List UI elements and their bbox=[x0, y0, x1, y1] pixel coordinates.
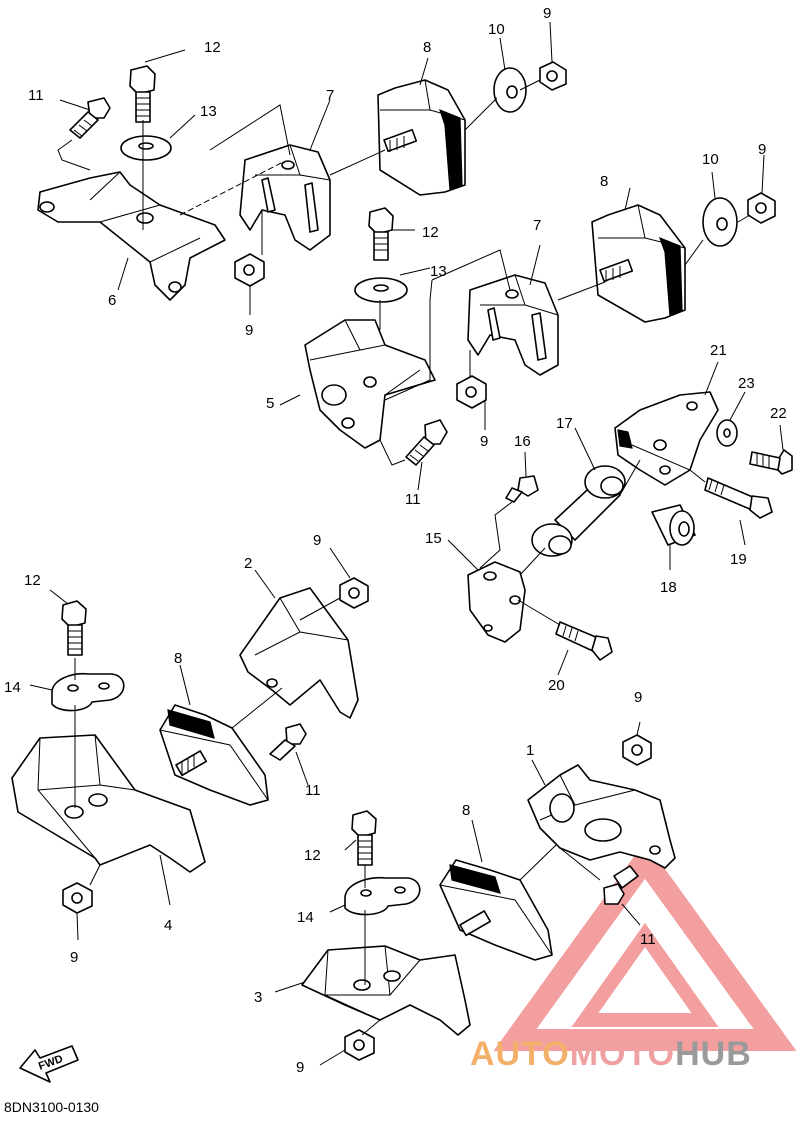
callout-17: 17 bbox=[556, 415, 573, 432]
callout-9: 9 bbox=[313, 532, 321, 549]
callout-2: 2 bbox=[244, 555, 252, 572]
bolt-12-lower-right bbox=[351, 810, 377, 866]
bolt-20 bbox=[555, 621, 613, 661]
callout-20: 20 bbox=[548, 677, 565, 694]
callout-10: 10 bbox=[488, 21, 505, 38]
bracket-4 bbox=[11, 734, 206, 873]
callout-11: 11 bbox=[405, 491, 421, 508]
rubber-mount-8-lower-right bbox=[439, 859, 553, 961]
washer-10-top bbox=[493, 67, 527, 113]
callout-18: 18 bbox=[660, 579, 677, 596]
callout-6: 6 bbox=[108, 292, 116, 309]
nut-9-lower-left-top bbox=[339, 577, 369, 609]
watermark-moto: MOTO bbox=[569, 1035, 676, 1073]
callout-4: 4 bbox=[164, 917, 172, 934]
fwd-arrow-icon: FWD bbox=[19, 1045, 79, 1083]
callout-11: 11 bbox=[305, 782, 321, 799]
bolt-11-top bbox=[69, 97, 111, 139]
callout-10: 10 bbox=[702, 151, 719, 168]
nut-9-lower-right-bottom bbox=[344, 1029, 375, 1061]
nut-9-second bbox=[456, 375, 487, 409]
leader-lines bbox=[29, 21, 784, 1066]
bracket-6 bbox=[37, 171, 226, 301]
rubber-mount-8-lower-left bbox=[159, 704, 269, 806]
bolt-22 bbox=[749, 449, 793, 475]
bracket-2 bbox=[239, 587, 359, 719]
bolt-12-top bbox=[129, 65, 156, 123]
callout-23: 23 bbox=[738, 375, 755, 392]
washer-14-lower-right bbox=[344, 876, 421, 916]
callout-13: 13 bbox=[200, 103, 217, 120]
callout-21: 21 bbox=[710, 342, 727, 359]
bracket-7-second bbox=[467, 274, 559, 376]
bolt-12-lower-left bbox=[61, 600, 87, 656]
callout-12: 12 bbox=[204, 39, 221, 56]
callout-19: 19 bbox=[730, 551, 747, 568]
washer-14-lower-left bbox=[51, 672, 125, 712]
bracket-3 bbox=[301, 945, 471, 1036]
washer-10-second bbox=[702, 197, 738, 247]
callout-15: 15 bbox=[425, 530, 442, 547]
bolt-12-second bbox=[368, 207, 394, 261]
callout-9: 9 bbox=[245, 322, 253, 339]
diagram-code: 8DN3100-0130 bbox=[4, 1099, 99, 1115]
callout-9: 9 bbox=[480, 433, 488, 450]
callout-3: 3 bbox=[254, 989, 262, 1006]
callout-8: 8 bbox=[174, 650, 182, 667]
rubber-mount-8-second bbox=[591, 204, 686, 323]
callout-9: 9 bbox=[543, 5, 551, 22]
nut-9-second-right bbox=[747, 192, 776, 224]
callout-9: 9 bbox=[634, 689, 642, 706]
bushing-18 bbox=[651, 504, 696, 546]
watermark-text: AUTOMOTOHUB bbox=[470, 1035, 752, 1074]
callout-9: 9 bbox=[70, 949, 78, 966]
callout-11: 11 bbox=[640, 931, 656, 948]
bolt-11-lower-right bbox=[603, 865, 639, 905]
callout-5: 5 bbox=[266, 395, 274, 412]
callout-14: 14 bbox=[297, 909, 314, 926]
bracket-15 bbox=[467, 561, 526, 643]
nut-9-lower-left-bottom bbox=[62, 882, 93, 914]
callout-14: 14 bbox=[4, 679, 21, 696]
bracket-21 bbox=[614, 391, 719, 486]
nut-9-left-top bbox=[234, 253, 265, 287]
callout-16: 16 bbox=[514, 433, 531, 450]
watermark-hub: HUB bbox=[675, 1035, 752, 1073]
callout-7: 7 bbox=[533, 217, 541, 234]
callout-12: 12 bbox=[24, 572, 41, 589]
callout-22: 22 bbox=[770, 405, 787, 422]
callout-labels: 12 11 13 7 8 10 9 6 9 12 13 7 8 10 9 5 9… bbox=[4, 5, 787, 1076]
washer-13-second bbox=[354, 277, 408, 303]
callout-9: 9 bbox=[758, 141, 766, 158]
bolt-16 bbox=[505, 475, 539, 503]
bolt-19 bbox=[704, 477, 773, 519]
callout-9: 9 bbox=[296, 1059, 304, 1076]
watermark-logo-triangle bbox=[493, 841, 797, 1051]
washer-13-top bbox=[120, 135, 172, 161]
callout-1: 1 bbox=[526, 742, 534, 759]
bolt-11-second bbox=[405, 419, 448, 466]
bolt-11-lower-left bbox=[269, 723, 307, 761]
callout-8: 8 bbox=[423, 39, 431, 56]
rubber-mount-8-top bbox=[377, 79, 466, 196]
callout-12: 12 bbox=[304, 847, 321, 864]
watermark-auto: AUTO bbox=[470, 1035, 570, 1073]
nut-9-top-right bbox=[539, 61, 567, 91]
callout-8: 8 bbox=[600, 173, 608, 190]
bracket-1 bbox=[527, 764, 676, 869]
stabilizer-rod-17 bbox=[531, 465, 626, 557]
bracket-5 bbox=[304, 319, 436, 449]
nut-9-lower-right-top bbox=[622, 734, 652, 766]
bracket-7-top bbox=[239, 144, 331, 251]
callout-11: 11 bbox=[28, 87, 44, 104]
callout-8: 8 bbox=[462, 802, 470, 819]
callout-12: 12 bbox=[422, 224, 439, 241]
callout-13: 13 bbox=[430, 263, 447, 280]
washer-23 bbox=[716, 419, 738, 447]
callout-7: 7 bbox=[326, 87, 334, 104]
